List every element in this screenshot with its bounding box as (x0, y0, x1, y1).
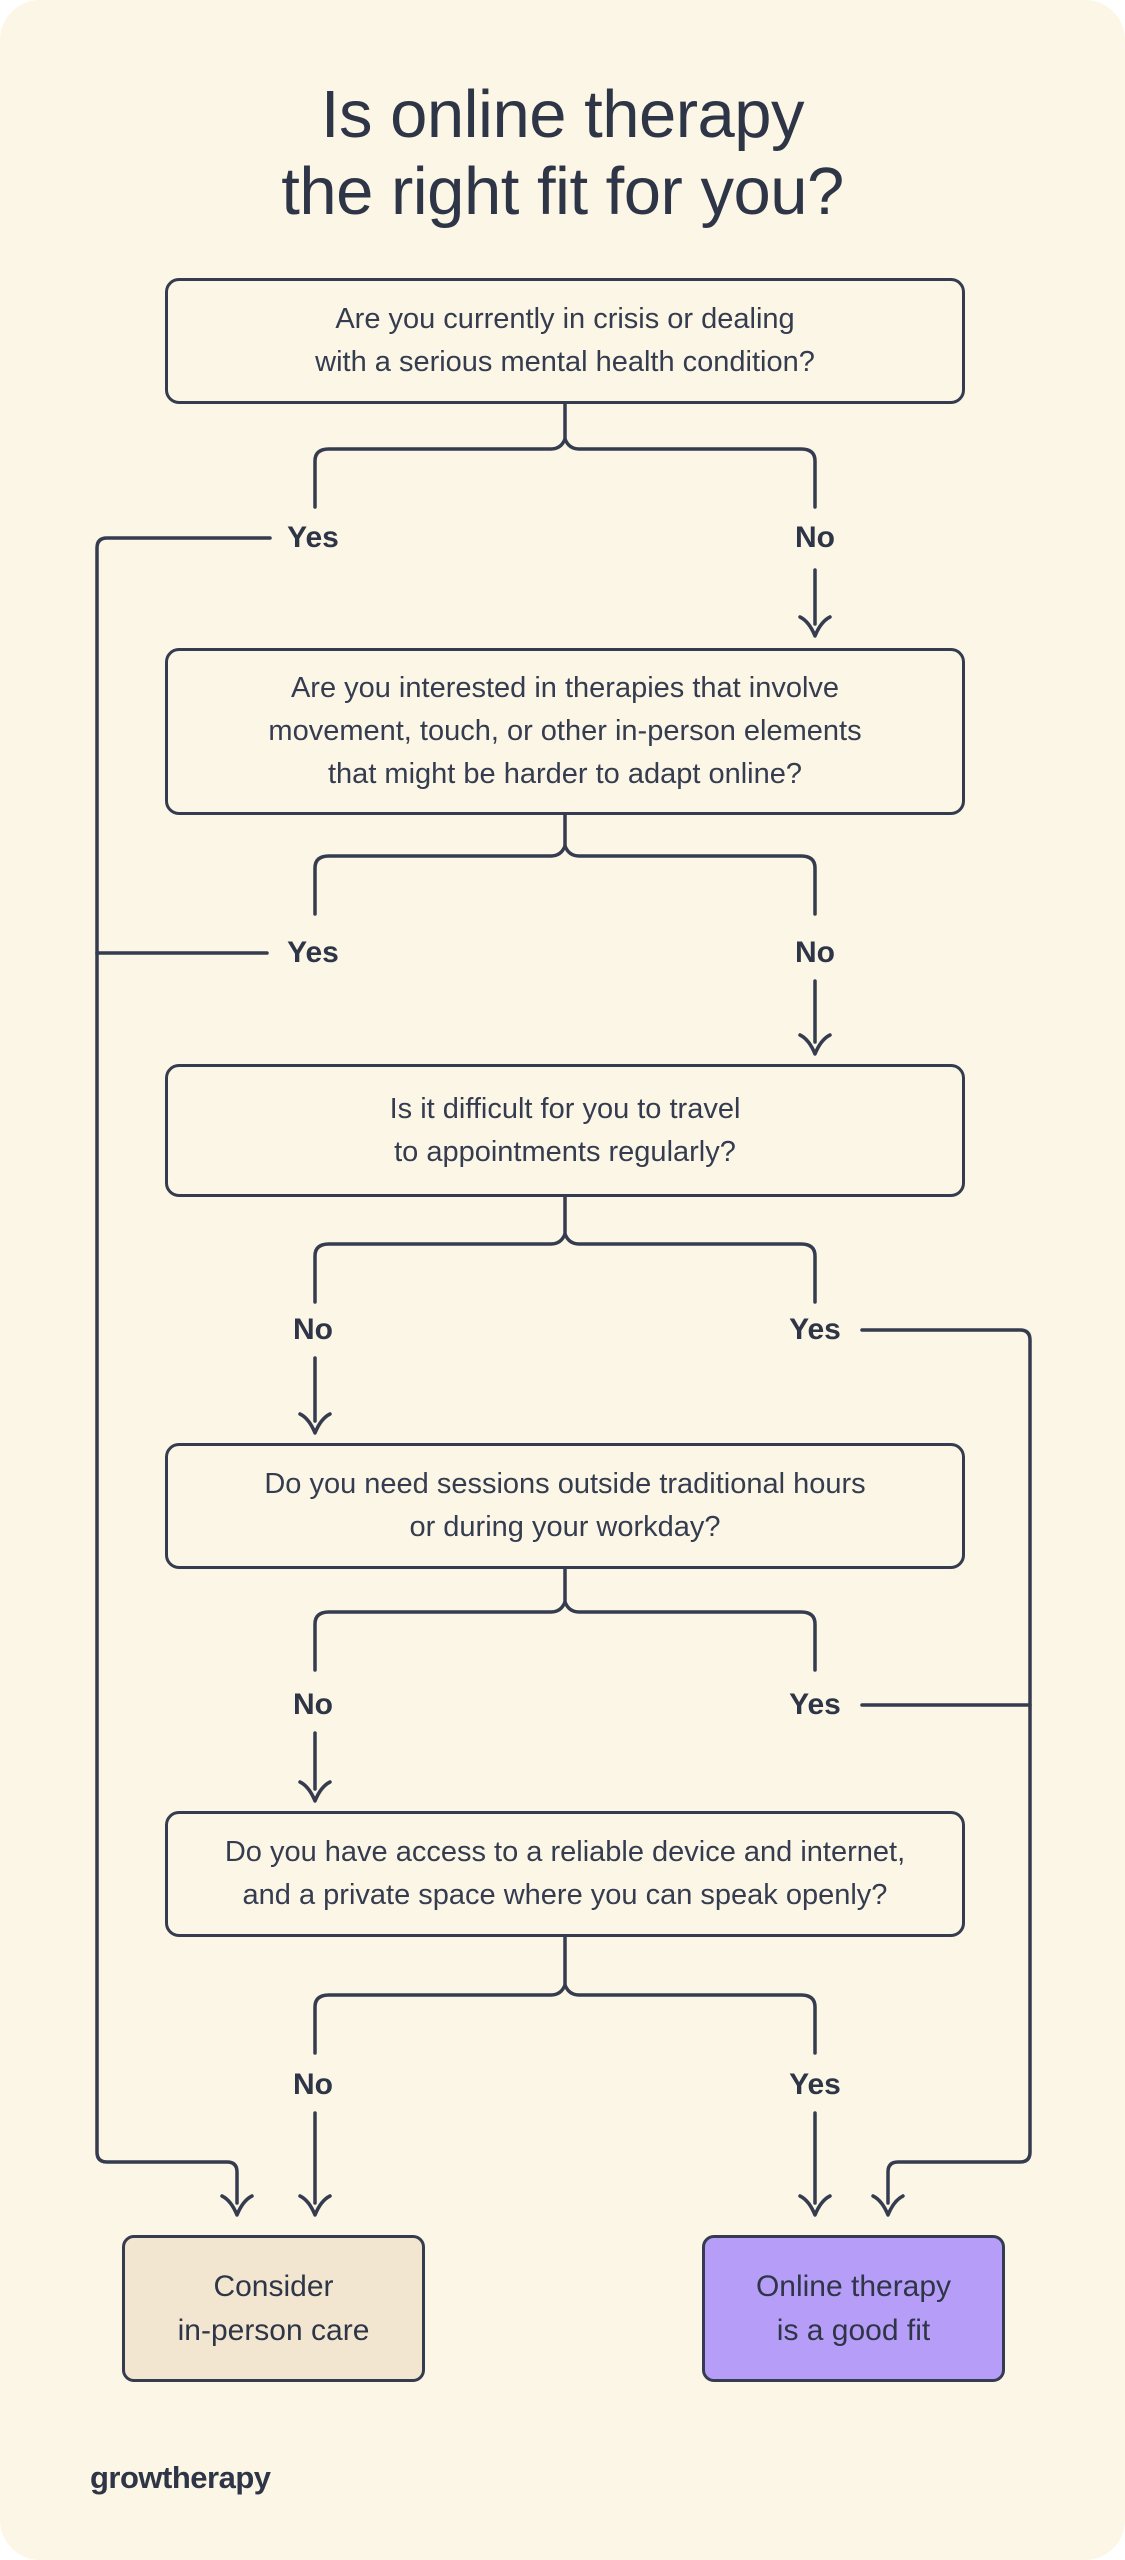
result-text: Online therapy is a good fit (756, 2265, 951, 2353)
branch-label-split-3-right: Yes (789, 1313, 841, 1346)
branch-brace (313, 1232, 817, 1304)
rail-line (95, 536, 272, 2205)
connector-split-3 (298, 1195, 817, 1435)
question-line: Are you currently in crisis or dealing (335, 303, 795, 335)
connector-split-4 (298, 1567, 817, 1803)
branch-label-split-5-right: Yes (789, 2068, 841, 2101)
branch-label-split-3-left: No (293, 1313, 333, 1346)
question-text: Do you need sessions outside traditional… (264, 1463, 865, 1549)
branch-label-split-2-right: No (795, 936, 835, 969)
branch-brace (313, 1983, 817, 2055)
yes-arrow-head (798, 2194, 832, 2217)
question-box-5: Do you have access to a reliable device … (165, 1811, 965, 1937)
branch-brace (313, 1600, 817, 1672)
no-arrow-head (298, 1780, 332, 1803)
branch-brace (313, 437, 817, 509)
rail-arrow-head (220, 2194, 254, 2217)
question-line: with a serious mental health condition? (315, 346, 815, 378)
connector-split-5 (298, 1935, 832, 2217)
growtherapy-logo: growtherapy (90, 2460, 271, 2495)
question-box-2: Are you interested in therapies that inv… (165, 648, 965, 815)
branch-label-split-1-right: No (795, 521, 835, 554)
connector-left-rail (95, 536, 272, 2217)
question-box-3: Is it difficult for you to travel to app… (165, 1064, 965, 1197)
result-text: Consider in-person care (178, 2265, 370, 2353)
question-line: movement, touch, or other in-person elem… (268, 715, 862, 747)
result-card-online: Online therapy is a good fit (702, 2235, 1005, 2382)
no-arrow-head (298, 1412, 332, 1435)
rail-arrow-head (871, 2194, 905, 2217)
question-text: Are you interested in therapies that inv… (268, 667, 861, 796)
question-line: that might be harder to adapt online? (328, 758, 802, 790)
branch-label-split-2-left: Yes (287, 936, 339, 969)
result-line: in-person care (177, 2313, 370, 2347)
question-box-4: Do you need sessions outside traditional… (165, 1443, 965, 1569)
connector-split-2 (313, 813, 832, 1056)
result-line: is a good fit (776, 2313, 931, 2347)
no-arrow-head (798, 1033, 832, 1056)
question-line: Are you interested in therapies that inv… (290, 672, 840, 704)
question-text: Do you have access to a reliable device … (225, 1831, 905, 1917)
result-card-inperson: Consider in-person care (122, 2235, 425, 2382)
question-line: Do you have access to a reliable device … (224, 1836, 906, 1868)
connector-right-rail (860, 1328, 1032, 2217)
question-box-1: Are you currently in crisis or dealing w… (165, 278, 965, 404)
question-line: Is it difficult for you to travel (389, 1092, 741, 1125)
no-arrow-head (798, 615, 832, 638)
result-line: Online therapy (755, 2269, 952, 2303)
no-arrow-head (298, 2194, 332, 2217)
branch-label-split-4-left: No (293, 1688, 333, 1721)
question-line: Do you need sessions outside traditional… (264, 1468, 866, 1500)
question-text: Are you currently in crisis or dealing w… (315, 298, 815, 384)
branch-label-split-5-left: No (293, 2068, 333, 2101)
connector-split-1 (313, 402, 832, 638)
rail-line (860, 1328, 1032, 2205)
question-line: to appointments regularly? (394, 1135, 736, 1168)
result-line: Consider (213, 2269, 334, 2303)
page-title-line-2: the right fit for you? (281, 154, 844, 229)
branch-label-split-1-left: Yes (287, 521, 339, 554)
question-line: or during your workday? (409, 1511, 721, 1543)
question-text: Is it difficult for you to travel to app… (390, 1088, 741, 1174)
branch-label-split-4-right: Yes (789, 1688, 841, 1721)
page-title-line-1: Is online therapy (320, 77, 805, 152)
question-line: and a private space where you can speak … (242, 1879, 888, 1911)
branch-brace (313, 844, 817, 916)
page-title: Is online therapy the right fit for you? (0, 76, 1125, 230)
